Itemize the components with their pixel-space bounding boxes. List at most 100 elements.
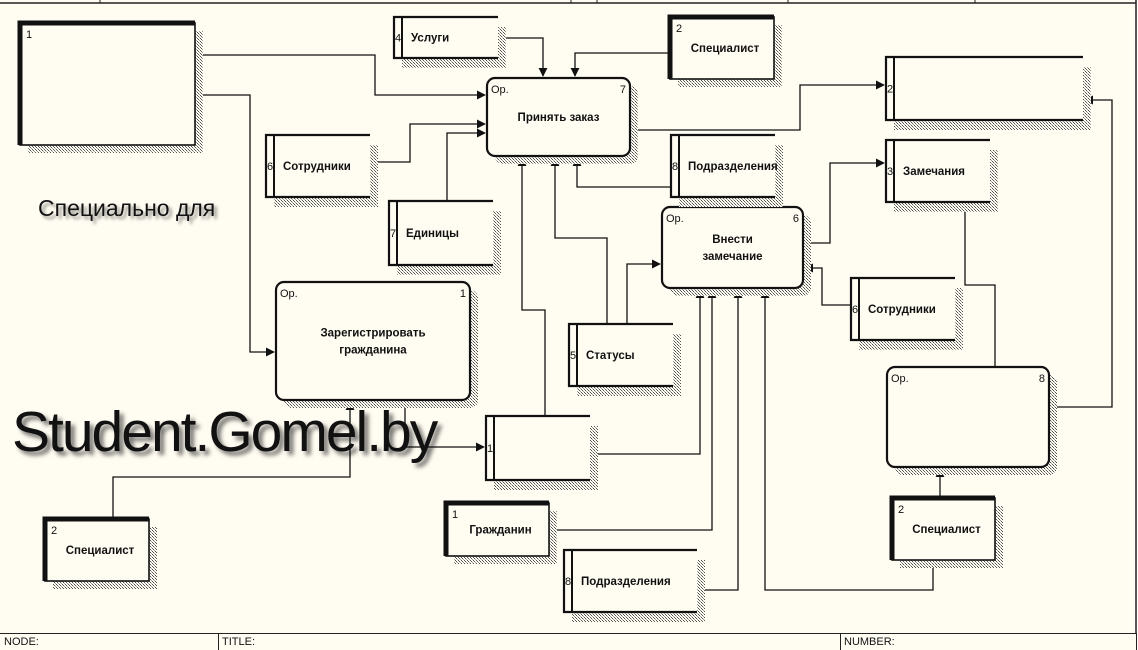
data-store-s1[interactable]: 1: [484, 414, 598, 490]
entity-thick-border: [443, 500, 549, 556]
top-frame: [0, 0, 1137, 633]
store-label: Подразделения: [581, 576, 671, 588]
entity-label: Специалист: [691, 43, 760, 55]
store-number: 6: [267, 161, 273, 173]
data-flow-arrow: [446, 128, 486, 201]
process-label: замечание: [702, 251, 762, 263]
process-label: Зарегистрировать: [320, 328, 425, 340]
data-store-s8b[interactable]: 8 Подразделения: [562, 548, 705, 622]
entity-thick-border: [889, 495, 995, 560]
process-prefix: Op.: [491, 84, 509, 96]
data-flow-arrow: [570, 52, 670, 77]
process-prefix: Op.: [280, 288, 298, 300]
data-store-s6b[interactable]: 6 Сотрудники: [849, 276, 963, 350]
entity-label: Специалист: [66, 545, 135, 557]
entity-number: 2: [898, 504, 904, 516]
process-number: 8: [1039, 373, 1045, 385]
process-box: [485, 76, 632, 158]
data-flow-arrow: [517, 157, 546, 416]
store-border: [849, 276, 955, 342]
process-prefix: Op.: [666, 213, 684, 225]
data-store-s3[interactable]: 3 Замечания: [884, 138, 998, 212]
store-border: [669, 133, 775, 199]
store-number: 3: [887, 166, 893, 178]
data-flow-arrow: [195, 54, 486, 100]
process-prefix: Op.: [891, 373, 909, 385]
store-border: [567, 322, 673, 388]
entity-label: Гражданин: [469, 525, 531, 537]
entity-thick-border: [42, 516, 149, 581]
watermark-line2: Student.Gomel.by: [12, 400, 438, 464]
data-flow-arrow: [803, 158, 885, 244]
process-label: гражданина: [339, 345, 407, 357]
data-store-s6a[interactable]: 6 Сотрудники: [264, 133, 378, 207]
entity-number: 2: [51, 525, 57, 537]
store-label: Сотрудники: [868, 304, 936, 316]
entity-box: [669, 16, 775, 80]
watermark-line1: Специально для: [38, 195, 216, 221]
store-label: Подразделения: [688, 161, 778, 173]
data-flow-arrow: [195, 94, 275, 357]
store-number: 1: [487, 443, 493, 455]
data-flow-arrow: [572, 157, 671, 188]
store-number: 6: [852, 304, 858, 316]
store-label: Статусы: [586, 350, 635, 362]
store-label: Замечания: [903, 166, 965, 178]
data-flow-arrow: [697, 289, 743, 591]
store-border: [562, 548, 697, 614]
data-flows: [112, 37, 1113, 591]
data-store-s2[interactable]: 2: [884, 55, 1091, 130]
store-fill: [886, 140, 990, 202]
footer-divider: [218, 634, 219, 650]
store-border: [264, 133, 370, 199]
store-fill: [569, 324, 673, 386]
entity-thick-border: [667, 14, 774, 79]
store-number: 8: [672, 161, 678, 173]
process-label: Принять заказ: [518, 112, 600, 124]
footer-node: NODE:: [4, 636, 39, 648]
footer-number: NUMBER:: [844, 636, 895, 648]
data-flow-arrow: [626, 259, 661, 324]
footer-bar: NODE: TITLE: NUMBER:: [0, 633, 1137, 650]
data-flow-arrow: [590, 289, 705, 455]
data-flow-arrow: [404, 400, 485, 452]
data-flow-arrow: [549, 289, 717, 531]
store-border: [392, 15, 498, 60]
entity-box: [445, 502, 550, 557]
store-border: [484, 414, 590, 482]
process-box: [885, 365, 1051, 469]
process-number: 7: [620, 84, 626, 96]
store-fill: [886, 57, 1083, 120]
store-fill: [266, 135, 370, 197]
store-label: Единицы: [406, 228, 459, 240]
store-fill: [671, 135, 775, 197]
external-entity-e1a[interactable]: 1: [17, 20, 203, 153]
data-flow-arrow: [112, 401, 355, 519]
entity-box: [19, 22, 196, 146]
process-box: [274, 280, 472, 402]
store-border: [884, 55, 1083, 122]
entity-label: Специалист: [912, 524, 981, 536]
data-flow-arrow: [370, 119, 486, 163]
entity-number: 2: [676, 23, 682, 35]
store-number: 8: [565, 576, 571, 588]
data-flow-arrow: [760, 289, 934, 591]
store-fill: [389, 201, 493, 265]
store-number: 2: [887, 84, 893, 96]
data-store-s8a[interactable]: 8 Подразделения: [669, 133, 783, 207]
process-p8[interactable]: Op. 8: [885, 365, 1057, 475]
store-fill: [564, 550, 697, 612]
process-number: 1: [460, 288, 466, 300]
store-label: Сотрудники: [283, 161, 351, 173]
